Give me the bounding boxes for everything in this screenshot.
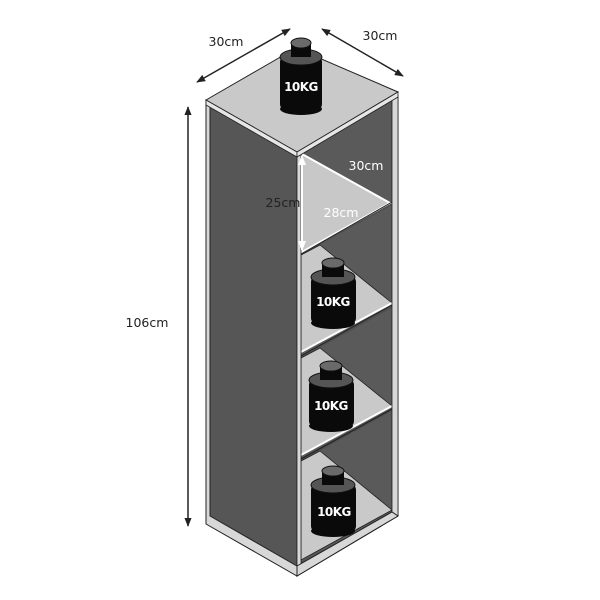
- weight-label: 10KG: [316, 295, 350, 309]
- dimension-height: 106cm: [120, 106, 192, 527]
- left-side-panel: [205, 99, 298, 577]
- weight-shelf-1: 10KG: [310, 257, 356, 329]
- top-width-label: 30cm: [209, 34, 244, 49]
- weight-shelf-2: 10KG: [308, 360, 354, 432]
- double-arrow-icon: [321, 28, 404, 77]
- dimension-top-width: 30cm: [196, 28, 291, 83]
- double-arrow-icon: [196, 28, 291, 83]
- weight-shelf-3: 10KG: [310, 465, 356, 537]
- height-label: 106cm: [126, 315, 169, 330]
- compartment-width-label: 28cm: [324, 205, 359, 220]
- weight-top: 10KG: [279, 37, 323, 115]
- top-depth-label: 30cm: [363, 28, 398, 43]
- weight-label: 10KG: [284, 80, 318, 94]
- weight-label: 10KG: [317, 505, 351, 519]
- compartment-height-label: 25cm: [266, 195, 301, 210]
- weight-label: 10KG: [314, 399, 348, 413]
- compartment-depth-label: 30cm: [349, 158, 384, 173]
- front-frame: [296, 95, 399, 577]
- dimension-compartment: 25cm 30cm 28cm: [266, 155, 384, 251]
- dimension-top-depth: 30cm: [321, 28, 404, 77]
